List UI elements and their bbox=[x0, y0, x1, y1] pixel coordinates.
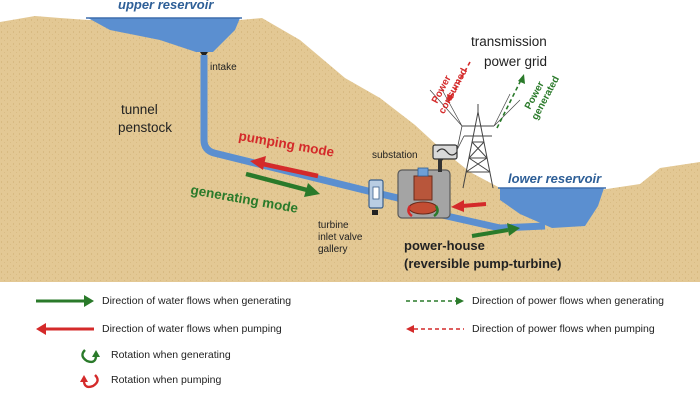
reversible-pump-turbine-label: (reversible pump-turbine) bbox=[404, 256, 561, 271]
legend-item-rotation-pumping: Rotation when pumping bbox=[75, 371, 221, 389]
pumping-return-arrow bbox=[451, 200, 487, 212]
red-solid-arrow-icon bbox=[34, 321, 96, 337]
lower-reservoir-water bbox=[500, 188, 604, 228]
penstock-label: penstock bbox=[118, 120, 172, 135]
red-dashed-arrow-icon bbox=[404, 321, 466, 337]
legend: Direction of water flows when generating… bbox=[0, 282, 700, 400]
legend-item-rotation-generating: Rotation when generating bbox=[75, 346, 231, 364]
power-house-label: power-house bbox=[404, 238, 485, 253]
legend-item-water-generating: Direction of water flows when generating bbox=[34, 292, 291, 310]
legend-item-power-generating: Direction of power flows when generating bbox=[404, 292, 664, 310]
green-solid-arrow-icon bbox=[34, 293, 96, 309]
pumped-storage-diagram: upper reservoir intake tunnel penstock p… bbox=[0, 0, 700, 282]
generating-flow-arrow bbox=[245, 171, 320, 197]
upper-reservoir-water bbox=[88, 18, 240, 52]
green-dashed-arrow-icon bbox=[404, 293, 466, 309]
power-generated-arrow bbox=[496, 74, 525, 129]
generating-outlet-arrow bbox=[471, 223, 520, 238]
upper-reservoir-label: upper reservoir bbox=[118, 0, 214, 12]
substation bbox=[432, 144, 458, 160]
tunnel-label: tunnel bbox=[121, 102, 158, 117]
power-consumed-arrow bbox=[447, 61, 471, 103]
red-rotation-icon bbox=[75, 371, 105, 389]
lower-reservoir-label: lower reservoir bbox=[508, 171, 602, 186]
green-rotation-icon bbox=[75, 346, 105, 364]
legend-item-water-pumping: Direction of water flows when pumping bbox=[34, 320, 282, 338]
valve-gallery-label: turbine inlet valve gallery bbox=[318, 220, 365, 255]
transmission-label: transmission bbox=[471, 34, 547, 49]
pumping-flow-arrow bbox=[250, 156, 319, 179]
power-grid-label: power grid bbox=[484, 54, 547, 69]
transmission-pylon bbox=[429, 85, 521, 189]
legend-item-power-pumping: Direction of power flows when pumping bbox=[404, 320, 655, 338]
power-consumed-label: Power consumed bbox=[430, 67, 470, 116]
intake-label: intake bbox=[210, 62, 237, 73]
power-generated-label: Power generated bbox=[523, 75, 562, 122]
substation-label: substation bbox=[372, 150, 418, 161]
